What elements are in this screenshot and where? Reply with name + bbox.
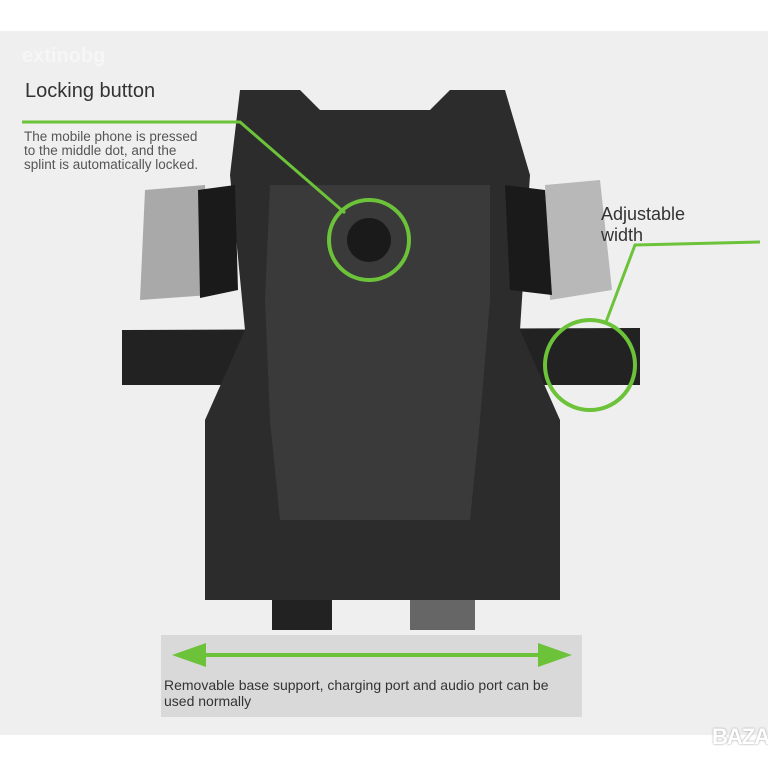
adjustable-label: Adjustable width <box>601 204 686 245</box>
locking-description: The mobile phone is pressed to the middl… <box>24 129 199 172</box>
foot-left <box>272 600 332 630</box>
adjustable-callout-line <box>604 240 761 323</box>
locking-title: Locking button <box>25 80 156 102</box>
bazar-logo: BAZAR <box>712 724 768 749</box>
arm-left <box>198 185 238 298</box>
locking-button-icon <box>347 218 391 262</box>
watermark: extinobg <box>22 45 106 67</box>
holder-face <box>265 185 490 520</box>
base-panel <box>161 635 582 717</box>
locking-callout-line <box>22 120 346 215</box>
base-description: Removable base support, charging port an… <box>164 677 549 709</box>
arm-right <box>505 185 552 295</box>
adjustable-highlight <box>543 318 637 412</box>
foot-right <box>410 600 475 630</box>
ghost-arm-right <box>545 180 612 300</box>
locking-button-highlight <box>327 198 411 282</box>
ghost-arm-left <box>140 185 210 300</box>
